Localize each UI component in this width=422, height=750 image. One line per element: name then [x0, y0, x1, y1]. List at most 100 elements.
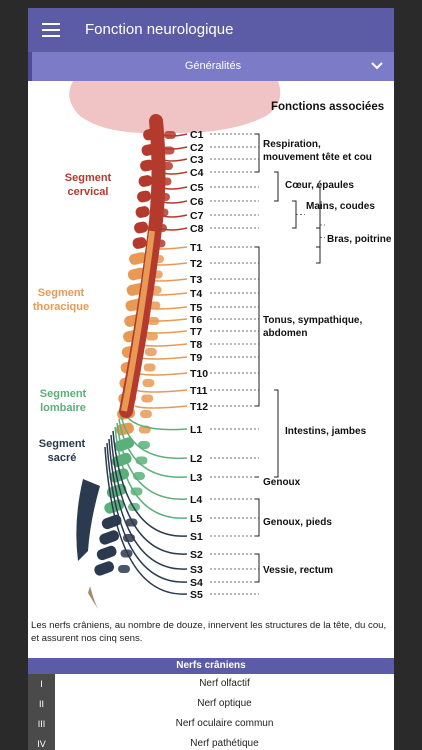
chevron-down-icon[interactable]	[370, 59, 384, 73]
vertebra	[127, 267, 146, 281]
nerve-line	[138, 343, 188, 347]
level-label-s1: S1	[190, 531, 203, 543]
row-number: IV	[28, 734, 55, 750]
level-label-c1: C1	[190, 129, 204, 141]
level-label-s4: S4	[190, 577, 203, 589]
vertebra-process	[141, 394, 154, 403]
segment-cervical-label-2: cervical	[68, 186, 109, 198]
coccyx-shape	[88, 586, 98, 609]
vertebra-process	[118, 565, 130, 573]
level-label-c8: C8	[190, 223, 204, 235]
nerve-line	[106, 442, 188, 583]
level-label-t5: T5	[190, 302, 202, 314]
section-dropdown[interactable]: Généralités	[28, 52, 394, 81]
vertebra-process	[164, 131, 176, 139]
vertebra-process	[144, 348, 157, 356]
functions-heading: Fonctions associées	[271, 101, 384, 113]
table-row[interactable]: I Nerf olfactif	[28, 674, 394, 695]
vertebra	[138, 175, 153, 187]
nerve-line	[120, 414, 188, 460]
app-screen: Fonction neurologique Généralités Foncti…	[28, 8, 394, 750]
level-label-c3: C3	[190, 154, 204, 166]
vertebra	[132, 237, 147, 249]
table-row[interactable]: IV Nerf pathétique	[28, 734, 394, 750]
level-label-l2: L2	[190, 453, 202, 465]
level-label-t3: T3	[190, 274, 202, 286]
bracket-genoux-pieds	[255, 498, 260, 537]
spinal-cord-diagram: Fonctions associées Segment cervical Seg…	[33, 81, 392, 609]
level-label-t9: T9	[190, 352, 202, 364]
app-bar: Fonction neurologique	[28, 8, 394, 52]
function-coeur-epaules: Cœur, épaules	[285, 180, 354, 191]
vertebra	[134, 221, 149, 234]
nerve-line	[137, 356, 188, 360]
function-mains-coudes: Mains, coudes	[306, 201, 375, 212]
bracket-tonus	[255, 246, 260, 407]
level-label-t8: T8	[190, 339, 202, 351]
nerve-line	[136, 372, 188, 376]
level-label-l4: L4	[190, 494, 202, 506]
bracket-intestins	[274, 389, 279, 478]
vertebra	[96, 545, 117, 561]
segment-lumbar-label-2: lombaire	[40, 402, 86, 414]
vertebra	[129, 252, 148, 265]
function-genoux-pieds: Genoux, pieds	[263, 517, 332, 528]
level-label-t10: T10	[190, 368, 208, 380]
nerve-line	[104, 446, 188, 595]
brain-stem-shape	[69, 81, 281, 133]
function-intestins-jambes: Intestins, jambes	[285, 426, 367, 437]
table-row[interactable]: III Nerf oculaire commun	[28, 714, 394, 735]
spinal-cord-thoracic	[121, 230, 155, 412]
row-name: Nerf olfactif	[199, 678, 250, 689]
vertebra	[137, 190, 152, 203]
row-name: Nerf optique	[197, 698, 252, 709]
level-label-c6: C6	[190, 196, 204, 208]
segment-thoracic-label-1: Segment	[38, 287, 85, 299]
level-label-s5: S5	[190, 589, 203, 601]
vertebra-process	[143, 363, 156, 372]
caption-text: Les nerfs crâniens, au nombre de douze, …	[31, 620, 387, 644]
bracket-coeur	[274, 171, 279, 202]
bracket-vessie	[255, 553, 260, 583]
level-label-c2: C2	[190, 142, 204, 154]
row-name: Nerf pathétique	[190, 738, 259, 749]
vertebra	[140, 159, 155, 172]
level-label-c7: C7	[190, 210, 204, 222]
level-label-l1: L1	[190, 424, 202, 436]
function-tonus-2: abdomen	[263, 328, 307, 339]
nerve-line	[112, 430, 188, 537]
bracket-mains	[292, 200, 297, 229]
level-label-s2: S2	[190, 549, 203, 561]
table-header: Nerfs crâniens	[28, 658, 394, 674]
level-label-t11: T11	[190, 385, 208, 397]
segment-thoracic-label-2: thoracique	[33, 301, 89, 313]
vertebra	[99, 530, 120, 545]
nerve-line	[114, 426, 188, 519]
level-label-t4: T4	[190, 288, 202, 300]
vertebra	[135, 206, 150, 218]
vertebra-process	[140, 410, 152, 418]
hamburger-menu-icon[interactable]	[42, 23, 60, 37]
vertebra	[94, 561, 115, 576]
section-label: Généralités	[184, 60, 242, 72]
app-title: Fonction neurologique	[85, 21, 234, 38]
function-genoux: Genoux	[263, 477, 301, 488]
segment-cervical-label-1: Segment	[65, 172, 112, 184]
level-label-t7: T7	[190, 326, 202, 338]
segment-sacral-label-1: Segment	[39, 438, 86, 450]
level-label-t2: T2	[190, 258, 202, 270]
sacrum-shape	[76, 479, 100, 561]
row-number: III	[28, 714, 55, 734]
function-respiration-2: mouvement tête et cou	[263, 152, 372, 163]
level-label-c4: C4	[190, 167, 204, 179]
row-name: Nerf oculaire commun	[175, 718, 274, 729]
row-number: II	[28, 694, 55, 714]
vertebra-process	[142, 379, 155, 387]
table-row[interactable]: II Nerf optique	[28, 694, 394, 715]
bracket-bras	[316, 186, 321, 264]
level-label-t12: T12	[190, 401, 208, 413]
level-label-t1: T1	[190, 242, 202, 254]
function-tonus-1: Tonus, sympathique,	[263, 315, 362, 326]
vertebra-process	[138, 441, 150, 449]
vertebra-process	[120, 549, 133, 558]
